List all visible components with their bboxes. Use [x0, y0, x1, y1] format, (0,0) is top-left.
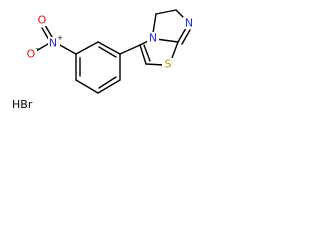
thiazole-c3-c2-bond	[139, 44, 147, 65]
benzene-ring	[75, 41, 121, 94]
thiazole-c3-c2-double	[143, 44, 151, 62]
nitro-nitrogen-charge: +	[57, 34, 63, 42]
imid-n7-c7a-double	[181, 29, 191, 45]
benzene-bond-4	[75, 79, 99, 94]
aryl-thiazole-bond	[119, 44, 141, 55]
hydrobromide-salt-label: HBr	[12, 98, 33, 111]
nitro-n-o-top-double	[41, 27, 50, 41]
imid-n7-c7a-bond	[177, 27, 187, 43]
benzene-bond-1	[97, 41, 121, 55]
nitro-n-o-bottom-bond	[35, 43, 49, 52]
atom-labels: N + O O − N N S	[25, 14, 195, 71]
nitro-oxygen-charge: −	[35, 45, 41, 53]
nitro-oxygen-bottom-label: O	[27, 48, 36, 61]
bridgehead-nitrogen-label: N	[149, 32, 157, 45]
nitro-group	[35, 24, 77, 55]
nitro-nitrogen-label: N	[49, 37, 57, 50]
imine-nitrogen-label: N	[185, 17, 193, 30]
imid-c5-c6-bond	[155, 9, 177, 15]
benzene-double-1	[98, 46, 117, 58]
benzene-bond-6	[75, 41, 99, 55]
thiazole-c7a-n4-bond	[155, 38, 179, 43]
thiazole-c2-s-bond	[145, 63, 165, 66]
sulfur-label: S	[165, 58, 172, 71]
nitro-c-n-bond	[57, 43, 77, 55]
nitro-oxygen-top-label: O	[38, 14, 47, 27]
benzene-double-2	[98, 76, 117, 89]
molecule-structure: N + O O − N N S	[25, 9, 195, 94]
imid-n4-c5-bond	[152, 13, 157, 34]
thiazole-s-c7a-bond	[171, 41, 179, 59]
nitro-n-o-top-bond	[44, 24, 53, 38]
benzene-bond-3	[97, 79, 121, 94]
